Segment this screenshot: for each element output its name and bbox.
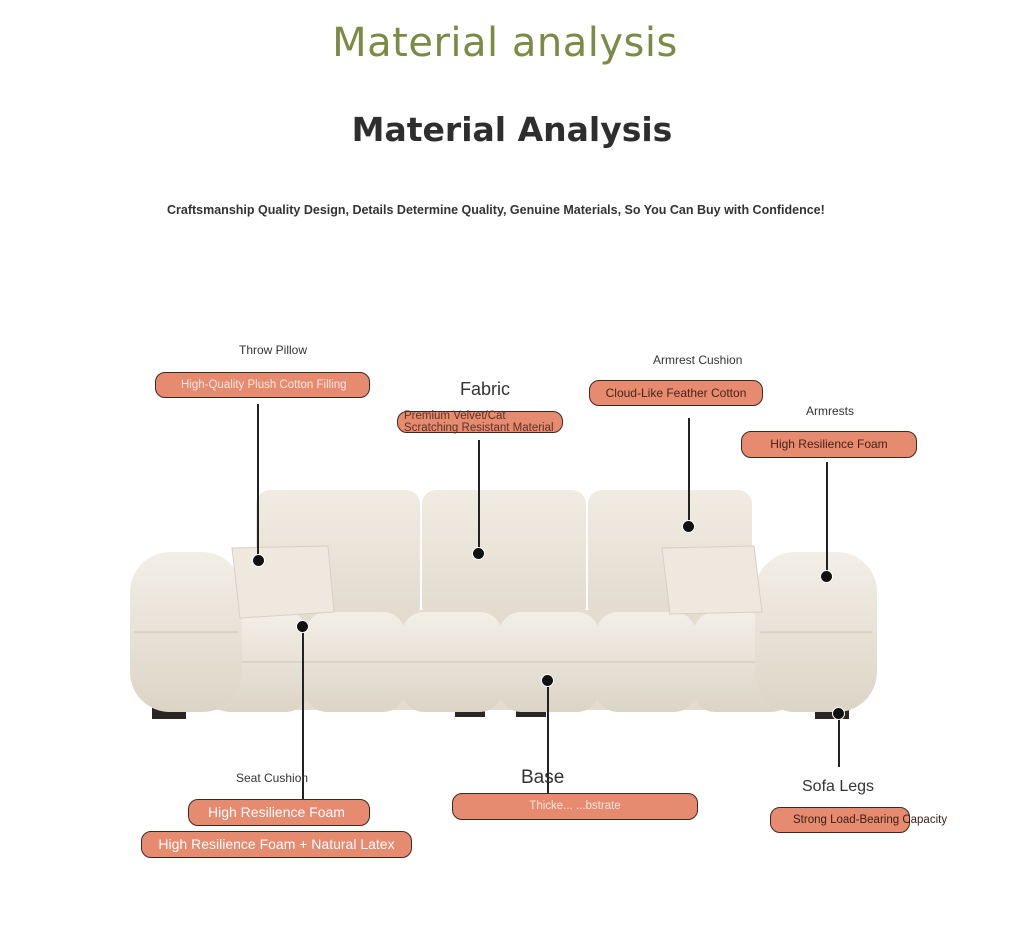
section-title: Material Analysis	[351, 110, 673, 149]
armrest-cushion-label: Armrest Cushion	[653, 353, 743, 367]
leader-line	[838, 713, 840, 767]
armrests-detail: High Resilience Foam	[741, 431, 917, 458]
leader-line	[257, 404, 259, 560]
sofa-legs-detail: Strong Load-Bearing Capacity	[770, 807, 947, 833]
leader-line	[302, 626, 304, 800]
marker-dot	[832, 707, 845, 720]
throw-pillow-label: Throw Pillow	[239, 343, 308, 357]
base-label: Base	[521, 767, 565, 788]
leader-line	[826, 462, 828, 577]
leader-line	[478, 440, 480, 553]
throw-pillow	[661, 545, 763, 615]
tagline: Craftsmanship Quality Design, Details De…	[167, 203, 825, 217]
throw-pillow	[231, 545, 335, 619]
seat-cushion-detail-2: High Resilience Foam + Natural Latex	[141, 831, 412, 858]
marker-dot	[820, 570, 833, 583]
marker-dot	[252, 554, 265, 567]
marker-dot	[472, 547, 485, 560]
fabric-label: Fabric	[460, 379, 511, 399]
leader-line	[688, 418, 690, 526]
armrests-label: Armrests	[806, 404, 854, 418]
page-title: Material analysis	[332, 20, 678, 66]
leader-line	[547, 680, 549, 820]
seat-cushion-label: Seat Cushion	[236, 771, 309, 785]
seat-cushion-detail: High Resilience Foam	[188, 799, 370, 826]
sofa-legs-label: Sofa Legs	[802, 778, 875, 795]
base-detail: Thicke... ...bstrate	[452, 793, 698, 820]
marker-dot	[682, 520, 695, 533]
marker-dot	[296, 620, 309, 633]
back-cushion	[422, 490, 586, 620]
fabric-detail: Premium Velvet/Cat Scratching Resistant …	[397, 410, 563, 434]
throw-pillow-detail: High-Quality Plush Cotton Filling	[155, 372, 370, 398]
armrest-cushion-detail: Cloud-Like Feather Cotton	[589, 380, 763, 406]
marker-dot	[541, 674, 554, 687]
